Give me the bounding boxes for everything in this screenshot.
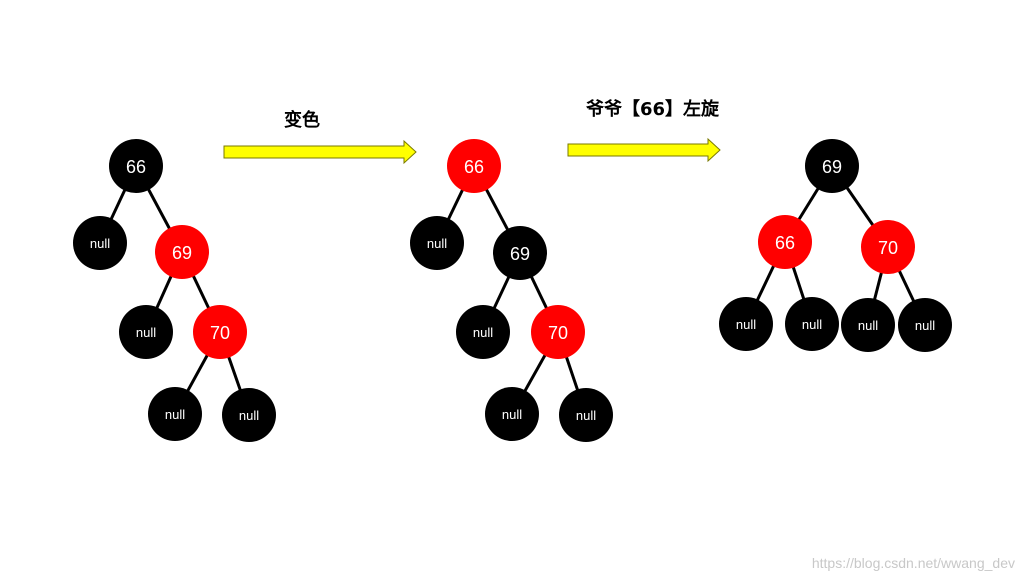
red-node-circle [193,305,247,359]
tree-node: 70 [193,305,247,359]
node-key-label: 70 [548,323,568,343]
null-leaf-label: null [136,325,156,340]
null-leaf-label: null [576,408,596,423]
tree-node: null [898,298,952,352]
node-key-label: 70 [878,238,898,258]
tree-nodes: 66 null 69 null 70 null null 66 null 69 null 70 null… [73,139,952,442]
red-node-circle [447,139,501,193]
black-node-circle [456,305,510,359]
tree-node: null [119,305,173,359]
red-node-circle [861,220,915,274]
tree-node: null [785,297,839,351]
node-key-label: 69 [172,243,192,263]
null-leaf-label: null [858,318,878,333]
tree-node: null [456,305,510,359]
null-leaf-label: null [802,317,822,332]
null-leaf-label: null [473,325,493,340]
watermark: https://blog.csdn.net/wwang_dev [811,555,1015,571]
black-node-circle [898,298,952,352]
null-leaf-label: null [915,318,935,333]
black-node-circle [73,216,127,270]
arrow-recolor [223,139,417,165]
tree-node: 69 [805,139,859,193]
tree-node: 70 [861,220,915,274]
red-node-circle [758,215,812,269]
null-leaf-label: null [90,236,110,251]
node-key-label: 66 [126,157,146,177]
black-node-circle [493,226,547,280]
black-node-circle [410,216,464,270]
tree-node: null [841,298,895,352]
black-node-circle [109,139,163,193]
null-leaf-label: null [427,236,447,251]
red-node-circle [155,225,209,279]
black-node-circle [148,387,202,441]
tree-node: null [485,387,539,441]
tree-node: 66 [109,139,163,193]
step-label-left-rotate: 爷爷【66】左旋 [586,98,720,120]
tree-node: 66 [758,215,812,269]
black-node-circle [119,305,173,359]
tree-node: null [410,216,464,270]
red-node-circle [531,305,585,359]
tree-edges [98,165,927,416]
black-node-circle [805,139,859,193]
tree-node: null [73,216,127,270]
black-node-circle [485,387,539,441]
node-key-label: 69 [510,244,530,264]
tree-node: 66 [447,139,501,193]
black-node-circle [222,388,276,442]
node-key-label: 66 [775,233,795,253]
tree-node: null [719,297,773,351]
tree-node: null [559,388,613,442]
null-leaf-label: null [502,407,522,422]
tree-node: null [222,388,276,442]
null-leaf-label: null [736,317,756,332]
black-node-circle [719,297,773,351]
black-node-circle [841,298,895,352]
tree-node: null [148,387,202,441]
null-leaf-label: null [239,408,259,423]
black-node-circle [785,297,839,351]
step-label-recolor: 变色 [284,109,320,131]
tree-node: 69 [155,225,209,279]
tree-node: 70 [531,305,585,359]
tree-node: 69 [493,226,547,280]
null-leaf-label: null [165,407,185,422]
arrow-rotate [567,137,721,163]
node-key-label: 70 [210,323,230,343]
node-key-label: 66 [464,157,484,177]
black-node-circle [559,388,613,442]
node-key-label: 69 [822,157,842,177]
